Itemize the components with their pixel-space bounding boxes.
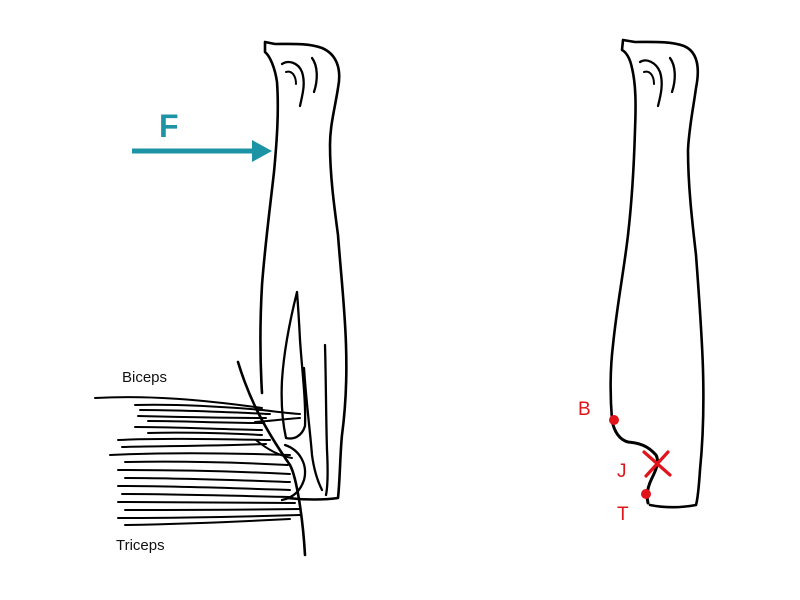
point-j-label: J xyxy=(617,461,627,482)
triceps-label: Triceps xyxy=(116,537,165,554)
ulna-bone xyxy=(302,343,329,497)
humerus-bone xyxy=(236,360,307,557)
marker-dot-b xyxy=(609,415,619,425)
right-arm-drawing xyxy=(609,38,705,509)
force-label: F xyxy=(159,108,179,144)
elbow-joint-outline xyxy=(280,443,307,502)
left-arm-drawing xyxy=(94,40,348,557)
biceps-label: Biceps xyxy=(122,369,168,386)
right-finger-crease xyxy=(643,70,655,85)
force-arrow xyxy=(132,140,272,162)
finger-hook-inner xyxy=(280,56,318,108)
point-b-label: B xyxy=(578,399,591,420)
biceps-muscle-fibers xyxy=(94,396,301,448)
marker-dot-t xyxy=(641,489,651,499)
triceps-muscle-fibers xyxy=(109,452,301,526)
point-t-label: T xyxy=(617,504,629,525)
humerus-bone-inner-edge xyxy=(255,439,293,459)
finger-crease xyxy=(285,70,297,85)
forearm-outline xyxy=(259,40,348,501)
joint-markers xyxy=(609,415,672,499)
right-forearm-outline xyxy=(609,38,705,509)
marker-cross-j xyxy=(642,450,672,478)
radius-bone xyxy=(280,290,307,440)
force-arrow-head xyxy=(252,140,272,162)
right-finger-hook-inner xyxy=(638,56,676,108)
right-elbow-contour xyxy=(610,418,659,505)
